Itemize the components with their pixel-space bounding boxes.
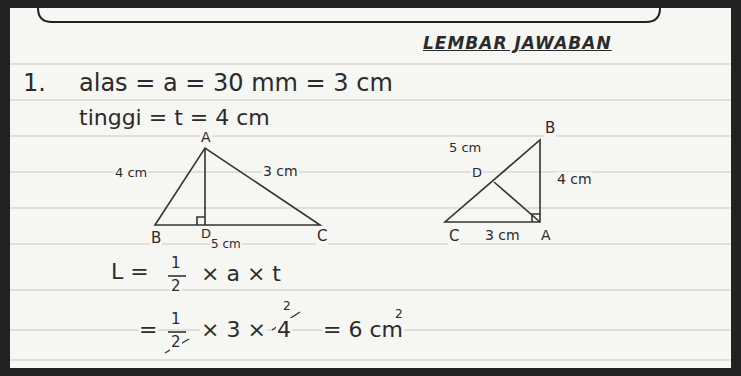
formula-text: × 3 × xyxy=(200,318,267,342)
vertex-label: B xyxy=(150,230,162,247)
vertex-label: D xyxy=(471,166,483,180)
crossed-number: 4 xyxy=(276,318,292,342)
fraction-bars xyxy=(168,276,186,332)
side-length: 3 cm xyxy=(262,164,299,179)
strike-marks xyxy=(165,312,300,353)
sheet-drawing xyxy=(10,8,731,368)
fraction-numerator: 1 xyxy=(170,255,182,272)
fraction-denominator: 2 xyxy=(170,334,182,351)
triangle-one xyxy=(155,148,320,225)
formula-result: = 6 cm xyxy=(322,318,404,342)
reduced-number: 2 xyxy=(282,300,292,313)
triangle-two xyxy=(445,140,540,222)
given-height: tinggi = t = 4 cm xyxy=(78,106,271,130)
side-length: 4 cm xyxy=(114,166,148,180)
side-length: 3 cm xyxy=(484,228,521,243)
vertex-label: C xyxy=(316,228,328,245)
fraction-numerator: 1 xyxy=(170,311,182,328)
vertex-label: A xyxy=(540,228,552,243)
header-bracket xyxy=(38,8,660,22)
formula-text: = xyxy=(138,318,158,342)
fraction-denominator: 2 xyxy=(170,278,182,295)
vertex-label: C xyxy=(448,228,460,245)
side-length: 4 cm xyxy=(556,172,593,187)
answer-sheet: LEMBAR JAWABAN 1. alas = a = 30 mm = 3 cm t… xyxy=(10,8,731,368)
side-length: 5 cm xyxy=(448,141,482,155)
ruled-lines xyxy=(10,64,731,360)
formula-text: L = xyxy=(110,260,150,284)
given-base: alas = a = 30 mm = 3 cm xyxy=(78,70,394,96)
vertex-label: A xyxy=(200,130,212,145)
item-number: 1. xyxy=(22,70,47,96)
vertex-label: B xyxy=(544,120,556,137)
exponent: 2 xyxy=(394,308,404,321)
sheet-title: LEMBAR JAWABAN xyxy=(422,34,613,53)
formula-text: × a × t xyxy=(200,262,282,286)
side-length: 5 cm xyxy=(210,238,242,251)
